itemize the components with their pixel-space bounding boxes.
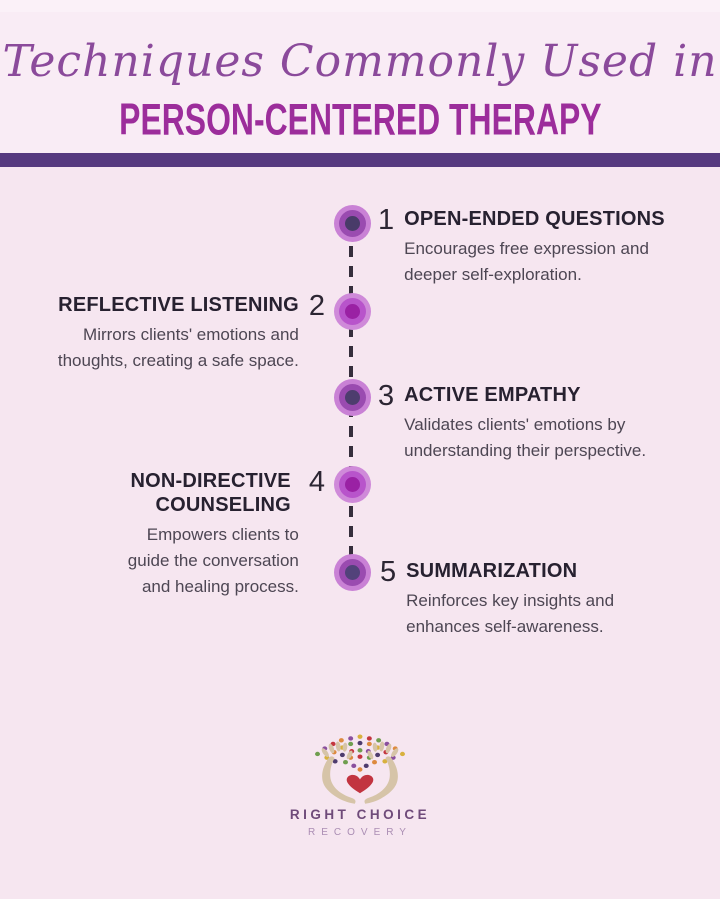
logo-name: RIGHT CHOICE (289, 807, 431, 822)
step-number: 4 (308, 466, 325, 498)
step-title: SUMMARIZATION (406, 560, 578, 582)
step-text: OPEN-ENDED QUESTIONS Encourages free exp… (404, 204, 666, 288)
logo-hands (321, 741, 400, 804)
step-text: NON-DIRECTIVE COUNSELING Empowers client… (101, 466, 299, 600)
step-title: OPEN-ENDED QUESTIONS (404, 208, 665, 230)
step-text: REFLECTIVE LISTENING Mirrors clients' em… (17, 290, 299, 374)
step-description: Validates clients' emotions by understan… (404, 415, 647, 460)
step-title: NON-DIRECTIVE COUNSELING (130, 470, 291, 516)
timeline-dot-4 (334, 466, 371, 503)
logo-subname: RECOVERY (308, 827, 412, 838)
dot-core (345, 216, 360, 231)
page-title: PERSON-CENTERED THERAPY (0, 94, 720, 144)
dot-mid-ring (339, 298, 366, 325)
dot-mid-ring (339, 384, 366, 411)
heart-icon (346, 774, 374, 794)
step-title: ACTIVE EMPATHY (404, 384, 581, 406)
step-item-2: REFLECTIVE LISTENING Mirrors clients' em… (17, 290, 325, 374)
step-number: 1 (378, 204, 395, 236)
step-text: ACTIVE EMPATHY Validates clients' emotio… (404, 380, 682, 464)
step-number: 3 (378, 380, 395, 412)
dot-core (345, 477, 360, 492)
step-description: Reinforces key insights and enhances sel… (406, 591, 615, 636)
step-text: SUMMARIZATION Reinforces key insights an… (406, 556, 644, 640)
step-description: Empowers clients to guide the conversati… (127, 525, 299, 596)
timeline-dot-3 (334, 379, 371, 416)
right-choice-recovery-logo (315, 734, 405, 804)
header-band (0, 12, 720, 153)
top-strip (0, 0, 720, 12)
step-description: Mirrors clients' emotions and thoughts, … (57, 325, 299, 370)
step-title: REFLECTIVE LISTENING (58, 294, 299, 316)
step-item-4: NON-DIRECTIVE COUNSELING Empowers client… (101, 466, 325, 600)
dot-core (345, 565, 360, 580)
step-description: Encourages free expression and deeper se… (404, 239, 649, 284)
timeline-dot-1 (334, 205, 371, 242)
dot-core (345, 390, 360, 405)
dot-core (345, 304, 360, 319)
step-number: 5 (380, 556, 397, 588)
step-number: 2 (308, 290, 325, 322)
timeline-dot-5 (334, 554, 371, 591)
dot-mid-ring (339, 471, 366, 498)
script-title: Techniques Commonly Used in (2, 36, 718, 87)
page-title-text: PERSON-CENTERED THERAPY (118, 94, 602, 144)
step-item-5: 5 SUMMARIZATION Reinforces key insights … (380, 556, 644, 640)
step-item-3: 3 ACTIVE EMPATHY Validates clients' emot… (378, 380, 682, 464)
timeline-dot-2 (334, 293, 371, 330)
divider-bar (0, 153, 720, 167)
dot-mid-ring (339, 210, 366, 237)
dot-mid-ring (339, 559, 366, 586)
step-item-1: 1 OPEN-ENDED QUESTIONS Encourages free e… (378, 204, 666, 288)
